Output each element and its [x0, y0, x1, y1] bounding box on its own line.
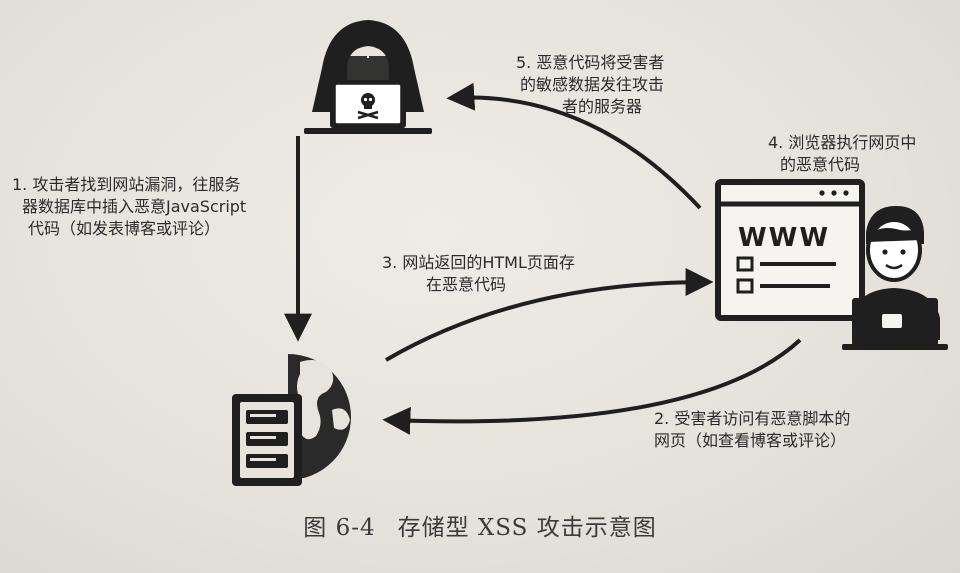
step1-line1: 1. 攻击者找到网站漏洞，往服务	[12, 175, 241, 194]
step5-line3: 者的服务器	[562, 97, 643, 116]
step5-line2: 的敏感数据发往攻击	[520, 75, 665, 94]
step1-line2: 器数据库中插入恶意JavaScript	[22, 197, 247, 216]
step1-line3: 代码（如发表博客或评论）	[28, 219, 221, 238]
step3-line1: 3. 网站返回的HTML页面存	[382, 253, 575, 272]
figure-number: 图 6-4	[303, 515, 376, 541]
step2-line2: 网页（如查看博客或评论）	[654, 431, 847, 450]
user-laptop-icon	[842, 206, 948, 350]
step2-label: 2. 受害者访问有恶意脚本的 网页（如查看博客或评论）	[654, 408, 850, 452]
step3-label: 3. 网站返回的HTML页面存 在恶意代码	[382, 252, 575, 296]
step5-label: 5. 恶意代码将受害者 的敏感数据发往攻击 者的服务器	[516, 52, 664, 118]
step4-line1: 4. 浏览器执行网页中	[768, 133, 917, 152]
step5-line1: 5. 恶意代码将受害者	[516, 53, 665, 72]
step4-label: 4. 浏览器执行网页中 的恶意代码	[768, 132, 916, 176]
figure-caption: 图 6-4 存储型 XSS 攻击示意图	[0, 508, 960, 542]
hooded-hacker-laptop-icon	[304, 20, 432, 134]
step3-line2: 在恶意代码	[426, 275, 507, 294]
arrow-step2	[382, 338, 802, 435]
step1-label: 1. 攻击者找到网站漏洞，往服务 器数据库中插入恶意JavaScript 代码（…	[12, 174, 246, 240]
arrow-step5	[446, 82, 702, 210]
arrow-step3	[384, 268, 714, 362]
browser-www-text: WWW	[738, 223, 830, 253]
step2-line1: 2. 受害者访问有恶意脚本的	[654, 409, 851, 428]
figure-title: 存储型 XSS 攻击示意图	[397, 515, 657, 541]
browser-window-icon: WWW	[715, 179, 865, 321]
step4-line2: 的恶意代码	[780, 155, 861, 174]
server-globe-icon	[232, 354, 351, 486]
